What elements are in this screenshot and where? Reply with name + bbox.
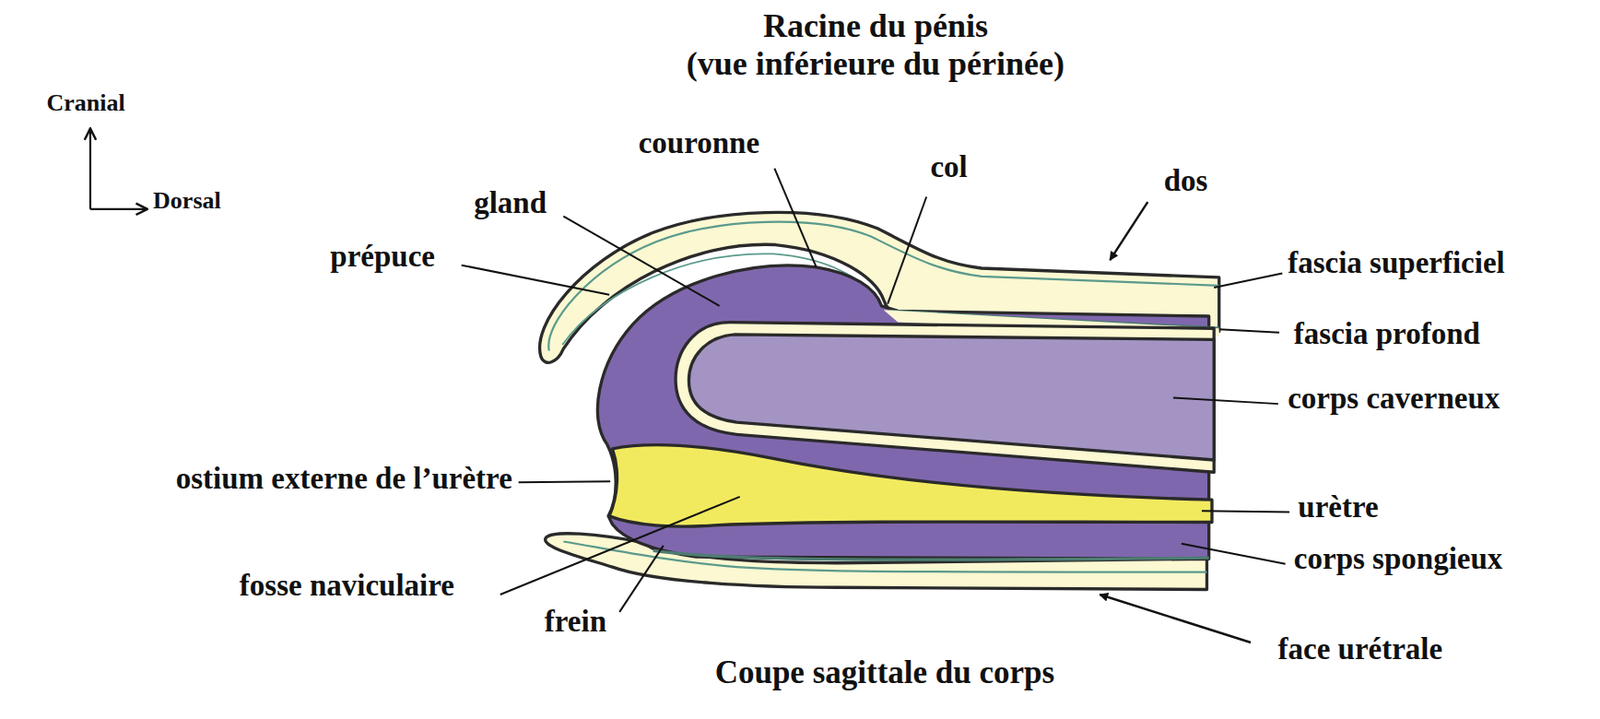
leader-line xyxy=(563,216,719,306)
part-label: gland xyxy=(473,186,547,222)
leader-line xyxy=(619,545,664,612)
part-label: frein xyxy=(544,604,607,640)
pointer-arrow xyxy=(1099,594,1251,643)
leader-line xyxy=(1181,543,1286,565)
leader-line xyxy=(500,496,741,595)
leader-line xyxy=(1173,397,1279,404)
leader-line xyxy=(461,265,610,295)
leader-line xyxy=(1201,510,1290,512)
part-label: ostium externe de l’urètre xyxy=(176,461,513,497)
deep-fascia-ventral xyxy=(653,550,1210,560)
axis-dorsal xyxy=(90,208,148,211)
leader-line xyxy=(1219,329,1280,332)
part-label: prépuce xyxy=(329,239,436,275)
leader-line xyxy=(774,168,816,268)
part-label: corps caverneux xyxy=(1287,381,1500,417)
corpus-cavernosum xyxy=(688,334,1214,460)
leader-line xyxy=(1213,273,1283,288)
part-label: dos xyxy=(1164,164,1209,200)
part-label: couronne xyxy=(638,126,760,162)
part-label: Dorsal xyxy=(152,187,222,215)
part-label: col xyxy=(929,150,967,186)
figure-caption: Coupe sagittale du corps xyxy=(715,653,1056,691)
urethra xyxy=(609,445,1212,527)
part-label: fascia superficiel xyxy=(1287,246,1506,282)
part-label: Cranial xyxy=(46,89,125,118)
leader-line xyxy=(887,197,927,305)
part-label: fosse naviculaire xyxy=(239,568,455,604)
leader-lines xyxy=(461,168,1290,643)
part-label: face urétrale xyxy=(1277,632,1443,668)
figure-title: Racine du pénis (vue inférieure du périn… xyxy=(686,7,1065,84)
tunica-albuginea xyxy=(675,322,1214,473)
pointer-arrow xyxy=(1109,201,1148,260)
part-label: corps spongieux xyxy=(1294,541,1503,577)
part-label: fascia profond xyxy=(1294,317,1481,353)
leader-line xyxy=(518,481,612,483)
axis-cranial xyxy=(89,128,92,209)
part-label: urètre xyxy=(1297,490,1378,526)
